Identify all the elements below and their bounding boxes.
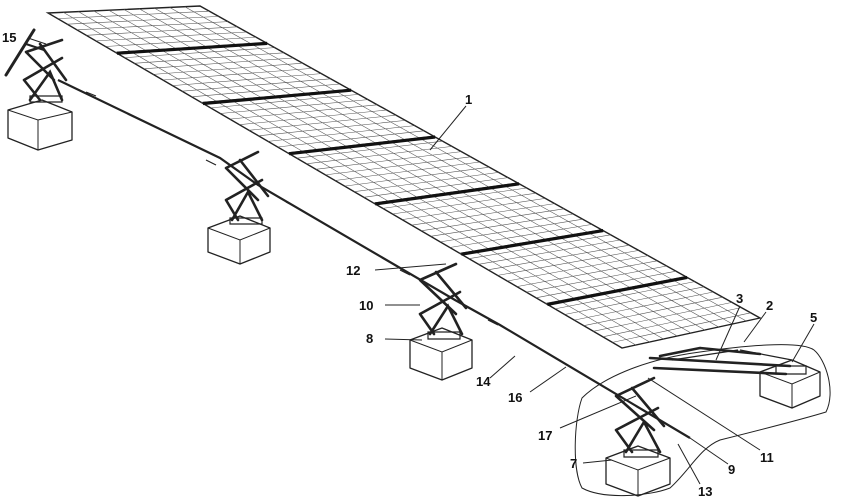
label-15: 15 [2,30,16,45]
transmission-rod [57,79,691,439]
label-16: 16 [508,390,522,405]
reference-numbers: 1 2 3 5 7 8 9 10 11 12 13 14 15 16 17 [2,30,817,499]
label-8: 8 [366,331,373,346]
label-10: 10 [359,298,373,313]
label-3: 3 [736,291,743,306]
label-17: 17 [538,428,552,443]
label-2: 2 [766,298,773,313]
crank-handle [4,28,45,77]
panel-module-separators [116,41,688,306]
support-stand-3 [409,262,473,381]
label-7: 7 [570,456,577,471]
support-stand-2 [207,150,271,265]
support-stand-5 [648,346,821,409]
detail-outline [574,344,831,496]
label-9: 9 [728,462,735,477]
support-stand-1 [7,38,73,151]
label-5: 5 [810,310,817,325]
panel-cell-grid [57,6,751,346]
leader-lines [27,37,815,485]
solar-panel-array [45,5,762,349]
label-11: 11 [760,450,774,465]
label-12: 12 [346,263,360,278]
support-stand-4 [605,376,671,497]
label-1: 1 [465,92,472,107]
label-13: 13 [698,484,712,499]
label-14: 14 [476,374,491,389]
